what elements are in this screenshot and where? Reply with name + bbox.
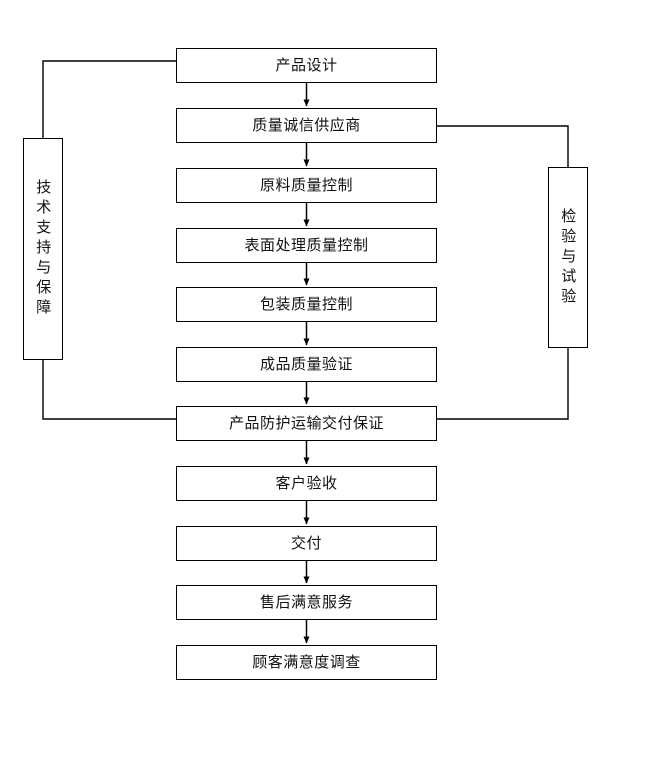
connector-support-to-protect <box>42 360 176 420</box>
node-after-sales-service[interactable]: 售后满意服务 <box>176 585 437 620</box>
node-label: 交付 <box>290 534 322 553</box>
node-technical-support[interactable]: 技术支持与保障 <box>23 138 63 360</box>
node-inspection-test[interactable]: 检验与试验 <box>548 167 588 348</box>
node-label: 表面处理质量控制 <box>244 236 369 255</box>
node-label: 产品防护运输交付保证 <box>228 414 384 433</box>
node-packaging-control[interactable]: 包装质量控制 <box>176 287 437 322</box>
node-label: 售后满意服务 <box>259 593 353 612</box>
node-label: 客户验收 <box>275 474 338 493</box>
node-label: 原料质量控制 <box>259 176 353 195</box>
connector-design-to-support <box>42 60 176 138</box>
node-customer-acceptance[interactable]: 客户验收 <box>176 466 437 501</box>
node-product-design[interactable]: 产品设计 <box>176 48 437 83</box>
node-label: 成品质量验证 <box>259 355 353 374</box>
node-label: 质量诚信供应商 <box>252 116 361 135</box>
node-label: 技术支持与保障 <box>34 179 53 319</box>
node-label: 检验与试验 <box>559 207 578 308</box>
node-delivery[interactable]: 交付 <box>176 526 437 561</box>
node-label: 包装质量控制 <box>259 295 353 314</box>
node-quality-supplier[interactable]: 质量诚信供应商 <box>176 108 437 143</box>
right-loop-connectors <box>437 125 569 420</box>
connector-supplier-to-inspection <box>437 125 569 167</box>
node-label: 产品设计 <box>275 56 338 75</box>
node-surface-treatment[interactable]: 表面处理质量控制 <box>176 228 437 263</box>
node-satisfaction-survey[interactable]: 顾客满意度调查 <box>176 645 437 680</box>
left-loop-connectors <box>42 60 176 420</box>
node-protect-transport[interactable]: 产品防护运输交付保证 <box>176 406 437 441</box>
connector-inspection-to-protect <box>437 348 569 420</box>
node-raw-material-control[interactable]: 原料质量控制 <box>176 168 437 203</box>
node-finished-verification[interactable]: 成品质量验证 <box>176 347 437 382</box>
node-label: 顾客满意度调查 <box>252 653 361 672</box>
